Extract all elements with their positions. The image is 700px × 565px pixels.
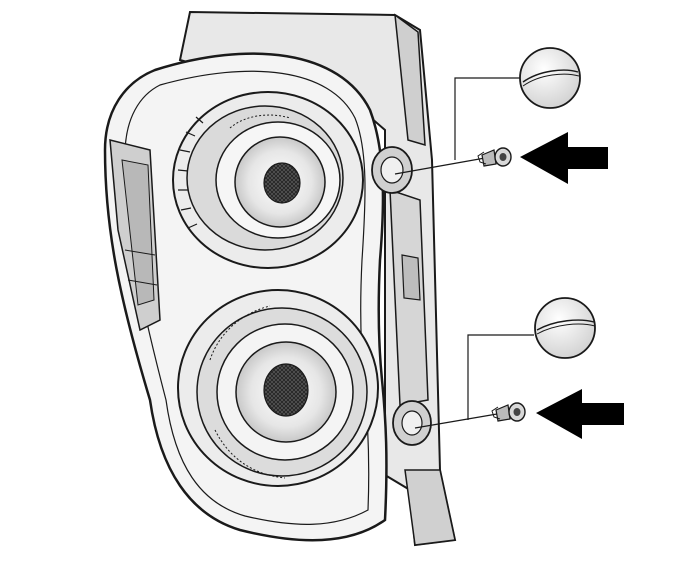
lamp-housing-bracket [178,10,457,547]
arrow-left-icon [520,132,608,184]
upper-lamp-reflector [172,91,364,269]
arrow-left-icon [536,389,624,439]
screw-icon [491,402,526,422]
screw-head-detail-icon [534,297,596,359]
upper-screw-callout [371,47,608,194]
lower-lamp-reflector [177,289,379,487]
lower-screw-callout [392,297,624,446]
screw-head-detail-icon [519,47,581,109]
screw-icon [477,147,512,167]
